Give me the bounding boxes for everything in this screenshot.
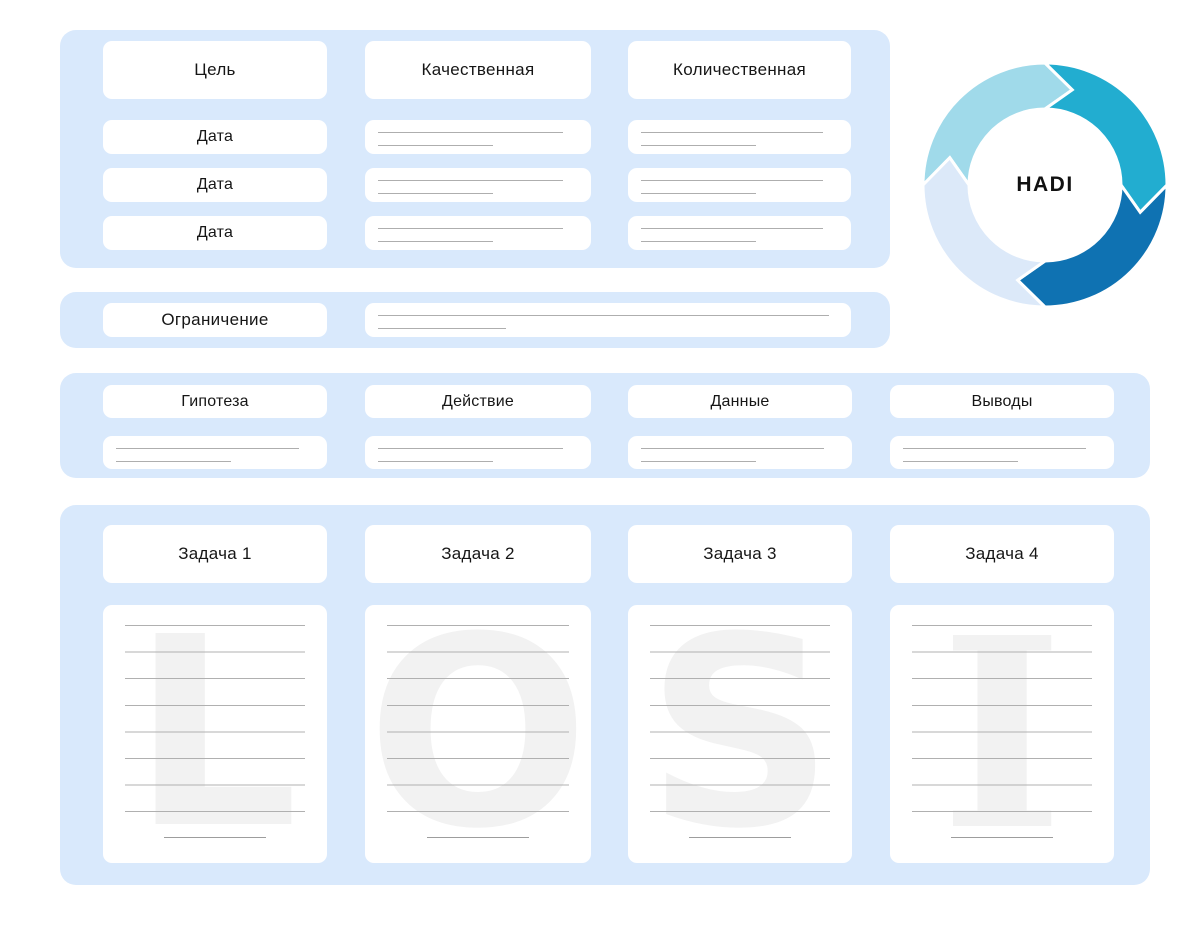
task-3-header-label: Задача 3 — [703, 544, 777, 563]
qualitative-header-box: Качественная — [365, 41, 591, 99]
insights-header-box: Выводы — [890, 385, 1114, 418]
cycle-panel: Гипотеза Действие Данные Выводы — [60, 373, 1150, 478]
task-4-header-box: Задача 4 — [890, 525, 1114, 583]
write-line-short — [378, 461, 493, 462]
qualitative-header-label: Качественная — [421, 60, 535, 79]
insights-header-label: Выводы — [971, 392, 1033, 410]
write-line-short — [903, 461, 1018, 462]
write-line-short — [378, 193, 493, 194]
write-line — [378, 132, 563, 133]
action-header-box: Действие — [365, 385, 591, 418]
write-line-short — [427, 837, 529, 838]
task-1-notes[interactable]: L — [103, 605, 327, 863]
qualitative-input-1[interactable] — [365, 120, 591, 154]
task-2-header-box: Задача 2 — [365, 525, 591, 583]
write-line-short — [378, 328, 506, 329]
date-label-1: Дата — [196, 128, 234, 145]
write-line-short — [641, 193, 756, 194]
task-4-notes[interactable]: I — [890, 605, 1114, 863]
limitation-input[interactable] — [365, 303, 851, 337]
goal-header-box: Цель — [103, 41, 327, 99]
goal-panel: Цель Качественная Количественная Дата Да… — [60, 30, 890, 268]
write-line-short — [641, 461, 756, 462]
task-1-header-box: Задача 1 — [103, 525, 327, 583]
write-line-short — [689, 837, 791, 838]
quantitative-input-3[interactable] — [628, 216, 851, 250]
task-3-header-box: Задача 3 — [628, 525, 852, 583]
write-line-short — [164, 837, 266, 838]
write-line — [641, 228, 823, 229]
write-line-short — [641, 241, 756, 242]
qualitative-input-3[interactable] — [365, 216, 591, 250]
task-2-notes[interactable]: O — [365, 605, 591, 863]
write-line — [641, 132, 823, 133]
quantitative-input-2[interactable] — [628, 168, 851, 202]
date-box-1[interactable]: Дата — [103, 120, 327, 154]
limitation-panel: Ограничение — [60, 292, 890, 348]
write-line — [378, 315, 829, 316]
ruled-lines — [125, 625, 305, 813]
limitation-header-label: Ограничение — [161, 310, 269, 329]
task-1-header-label: Задача 1 — [178, 544, 252, 563]
ruled-lines — [650, 625, 830, 813]
hypothesis-header-label: Гипотеза — [181, 392, 249, 410]
quantitative-header-box: Количественная — [628, 41, 851, 99]
data-header-label: Данные — [710, 392, 770, 410]
write-line — [116, 448, 299, 449]
ruled-lines — [912, 625, 1092, 813]
data-header-box: Данные — [628, 385, 852, 418]
ruled-lines — [387, 625, 569, 813]
write-line — [641, 180, 823, 181]
date-label-2: Дата — [196, 176, 234, 193]
qualitative-input-2[interactable] — [365, 168, 591, 202]
insights-input[interactable] — [890, 436, 1114, 469]
task-3-notes[interactable]: S — [628, 605, 852, 863]
write-line — [378, 228, 563, 229]
hadi-center-label: HADI — [1016, 173, 1074, 196]
goal-header-label: Цель — [194, 60, 236, 79]
date-box-3[interactable]: Дата — [103, 216, 327, 250]
quantitative-input-1[interactable] — [628, 120, 851, 154]
write-line-short — [116, 461, 231, 462]
action-input[interactable] — [365, 436, 591, 469]
write-line — [641, 448, 824, 449]
tasks-panel: Задача 1 Задача 2 Задача 3 Задача 4 L O … — [60, 505, 1150, 885]
write-line — [378, 180, 563, 181]
task-4-header-label: Задача 4 — [965, 544, 1039, 563]
write-line-short — [641, 145, 756, 146]
date-box-2[interactable]: Дата — [103, 168, 327, 202]
date-label-3: Дата — [196, 224, 234, 241]
data-input[interactable] — [628, 436, 852, 469]
action-header-label: Действие — [442, 392, 514, 410]
write-line — [903, 448, 1086, 449]
hypothesis-input[interactable] — [103, 436, 327, 469]
hadi-segment-insight — [921, 155, 1050, 309]
limitation-header-box: Ограничение — [103, 303, 327, 337]
write-line-short — [378, 145, 493, 146]
hadi-cycle-svg — [921, 61, 1169, 309]
write-line — [378, 448, 563, 449]
task-2-header-label: Задача 2 — [441, 544, 515, 563]
write-line-short — [951, 837, 1053, 838]
quantitative-header-label: Количественная — [673, 60, 806, 79]
hypothesis-header-box: Гипотеза — [103, 385, 327, 418]
hadi-cycle-diagram: HADI — [920, 60, 1170, 310]
write-line-short — [378, 241, 493, 242]
